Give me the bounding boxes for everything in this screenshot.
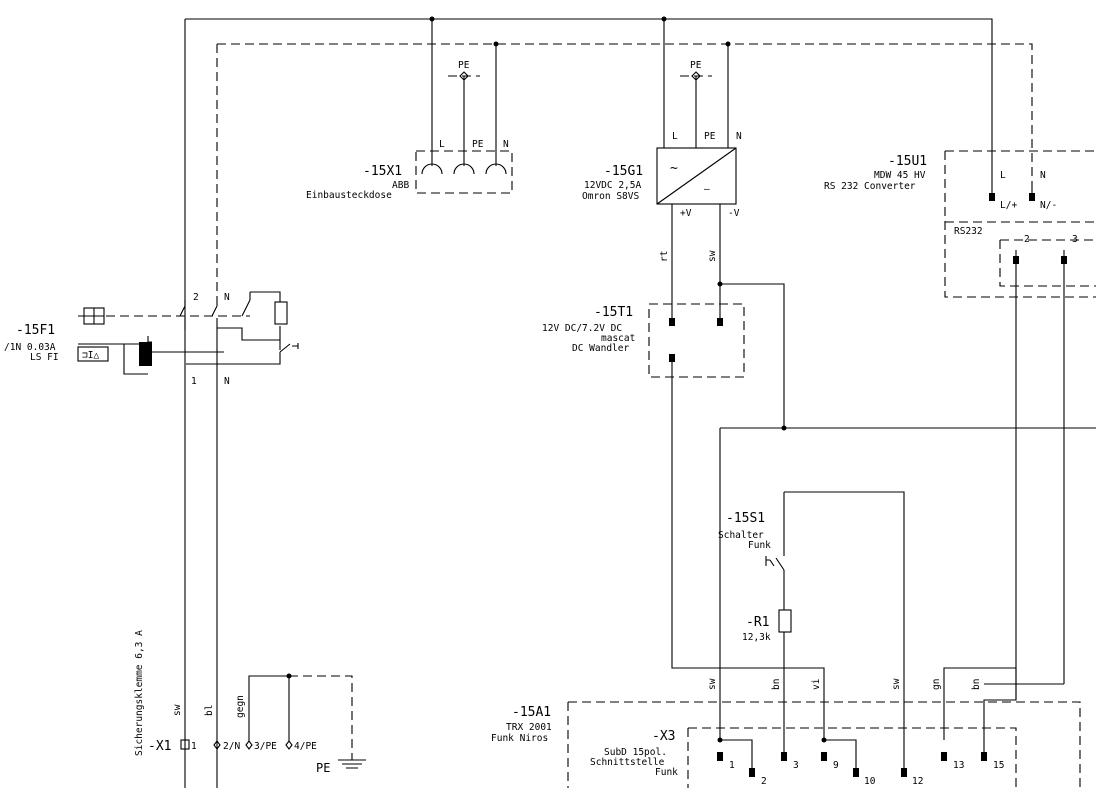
x1-wire-gegn: gegn xyxy=(235,695,246,718)
u1-nminus: N/- xyxy=(1040,200,1057,211)
dc-converter-15t1: -15T1 12V DC/7.2V DC mascat DC Wandler xyxy=(542,283,825,740)
x1-wire-bl: bl xyxy=(204,705,215,716)
u1-type: RS 232 Converter xyxy=(824,181,916,192)
g1-n: N xyxy=(736,131,742,142)
f1-terminal-n-bottom: N xyxy=(224,376,230,387)
psu-ac-symbol: ~ xyxy=(670,161,678,176)
x1top-n: N xyxy=(503,139,509,150)
x1top-pe-label: PE xyxy=(458,60,470,71)
g1-pe: PE xyxy=(704,131,716,142)
f1-terminal-1: 1 xyxy=(191,376,197,387)
x3-wire-bn-2: bn xyxy=(971,679,982,690)
g1-wire-sw: sw xyxy=(707,250,718,262)
t1-type: DC Wandler xyxy=(572,343,629,354)
f1-tag: -15F1 xyxy=(16,323,55,338)
x3-interface: Schnittstelle xyxy=(590,757,665,768)
u1-pin2: 2 xyxy=(1024,234,1030,245)
signal-wiring: -15S1 Schalter Funk -R1 12,3k xyxy=(718,425,1096,768)
g1-tag: -15G1 xyxy=(604,164,643,179)
x3-connector: SubD 15pol. xyxy=(604,747,667,758)
x3-pin-9: 9 xyxy=(833,760,839,771)
x1-tag: -X1 xyxy=(148,739,171,754)
x1top-tag: -15X1 xyxy=(363,164,402,179)
pe-ground-label: PE xyxy=(316,761,330,775)
t1-rating: 12V DC/7.2V DC xyxy=(542,323,622,334)
u1-rs232: RS232 xyxy=(954,226,983,237)
x1top-l: L xyxy=(439,139,445,150)
x3-pin-12: 12 xyxy=(912,776,923,787)
socket-15x1: PE L PE N -15X1 ABB Einbausteckdose xyxy=(306,19,513,201)
r1-value: 12,3k xyxy=(742,632,771,643)
x1top-maker: ABB xyxy=(392,180,409,191)
x1-term-4pe: 4/PE xyxy=(294,741,317,752)
s1-type: Schalter xyxy=(718,530,764,541)
x3-pin-1: 1 xyxy=(729,760,735,771)
terminals-x1: Sicherungsklemme 6,3 A sw bl gegn -X1 1 … xyxy=(134,630,366,775)
x3-funk: Funk xyxy=(655,767,678,778)
x1-wire-sw: sw xyxy=(172,704,183,716)
x3-pin-2: 2 xyxy=(761,776,767,787)
u1-lplus: L/+ xyxy=(1000,200,1017,211)
svg-text:⊐I△: ⊐I△ xyxy=(82,350,99,361)
a1-tag: -15A1 xyxy=(512,705,551,720)
g1-minus: -V xyxy=(728,208,740,219)
u1-l: L xyxy=(1000,170,1006,181)
g1-pe-label: PE xyxy=(690,60,702,71)
t1-tag: -15T1 xyxy=(594,305,633,320)
psu-15g1: ~ — PE L PE N +V -V -15G1 12VDC 2,5A Omr… xyxy=(582,19,742,320)
x3-pin-10: 10 xyxy=(864,776,876,787)
f1-type: LS FI xyxy=(30,352,59,363)
x1-term-1: 1 xyxy=(191,741,197,752)
x3-pin-3: 3 xyxy=(793,760,799,771)
psu-dc-symbol: — xyxy=(704,184,710,195)
f1-terminal-2: 2 xyxy=(193,292,199,303)
g1-wire-rt: rt xyxy=(659,251,670,262)
a1-type: Funk Niros xyxy=(491,733,548,744)
r1-tag: -R1 xyxy=(746,615,769,630)
s1-tag: -15S1 xyxy=(726,511,765,526)
f1-rating: /1N 0.03A xyxy=(4,342,56,353)
left-feeders xyxy=(184,19,218,788)
converter-15u1: L N L/+ N/- RS232 2 3 -15U1 MDW 45 HV RS… xyxy=(824,150,1096,700)
x3-wire-sw-2: sw xyxy=(891,678,902,690)
x1-term-3pe: 3/PE xyxy=(254,741,277,752)
u1-tag: -15U1 xyxy=(888,154,927,169)
module-15a1: -15A1 TRX 2001 Funk Niros -X3 SubD 15pol… xyxy=(491,678,1081,788)
x3-wire-vi: vi xyxy=(811,678,822,690)
x3-pin-15: 15 xyxy=(993,760,1004,771)
rcbo-15f1: ⊐I△ 2 N 1 N -15F1 /1N 0.03A LS FI xyxy=(4,291,299,387)
g1-rating: 12VDC 2,5A xyxy=(584,180,641,191)
u1-model: MDW 45 HV xyxy=(874,170,926,181)
g1-l: L xyxy=(672,131,678,142)
u1-pin3: 3 xyxy=(1072,234,1078,245)
a1-model: TRX 2001 xyxy=(506,722,552,733)
x3-wire-sw-1: sw xyxy=(707,678,718,690)
x1top-pe: PE xyxy=(472,139,484,150)
x1-term-2n: 2/N xyxy=(223,741,240,752)
x1-vertical-label: Sicherungsklemme 6,3 A xyxy=(134,630,145,756)
x3-tag: -X3 xyxy=(652,729,675,744)
s1-funk: Funk xyxy=(748,540,771,551)
x3-pin-13: 13 xyxy=(953,760,964,771)
t1-maker: mascat xyxy=(601,333,635,344)
g1-plus: +V xyxy=(680,208,692,219)
f1-terminal-n-top: N xyxy=(224,292,230,303)
x1top-type: Einbausteckdose xyxy=(306,190,392,201)
x3-pins xyxy=(717,752,987,777)
x3-wire-gn: gn xyxy=(931,679,942,690)
u1-n: N xyxy=(1040,170,1046,181)
g1-type: Omron S8VS xyxy=(582,191,639,202)
x3-wire-bn-1: bn xyxy=(771,679,782,690)
